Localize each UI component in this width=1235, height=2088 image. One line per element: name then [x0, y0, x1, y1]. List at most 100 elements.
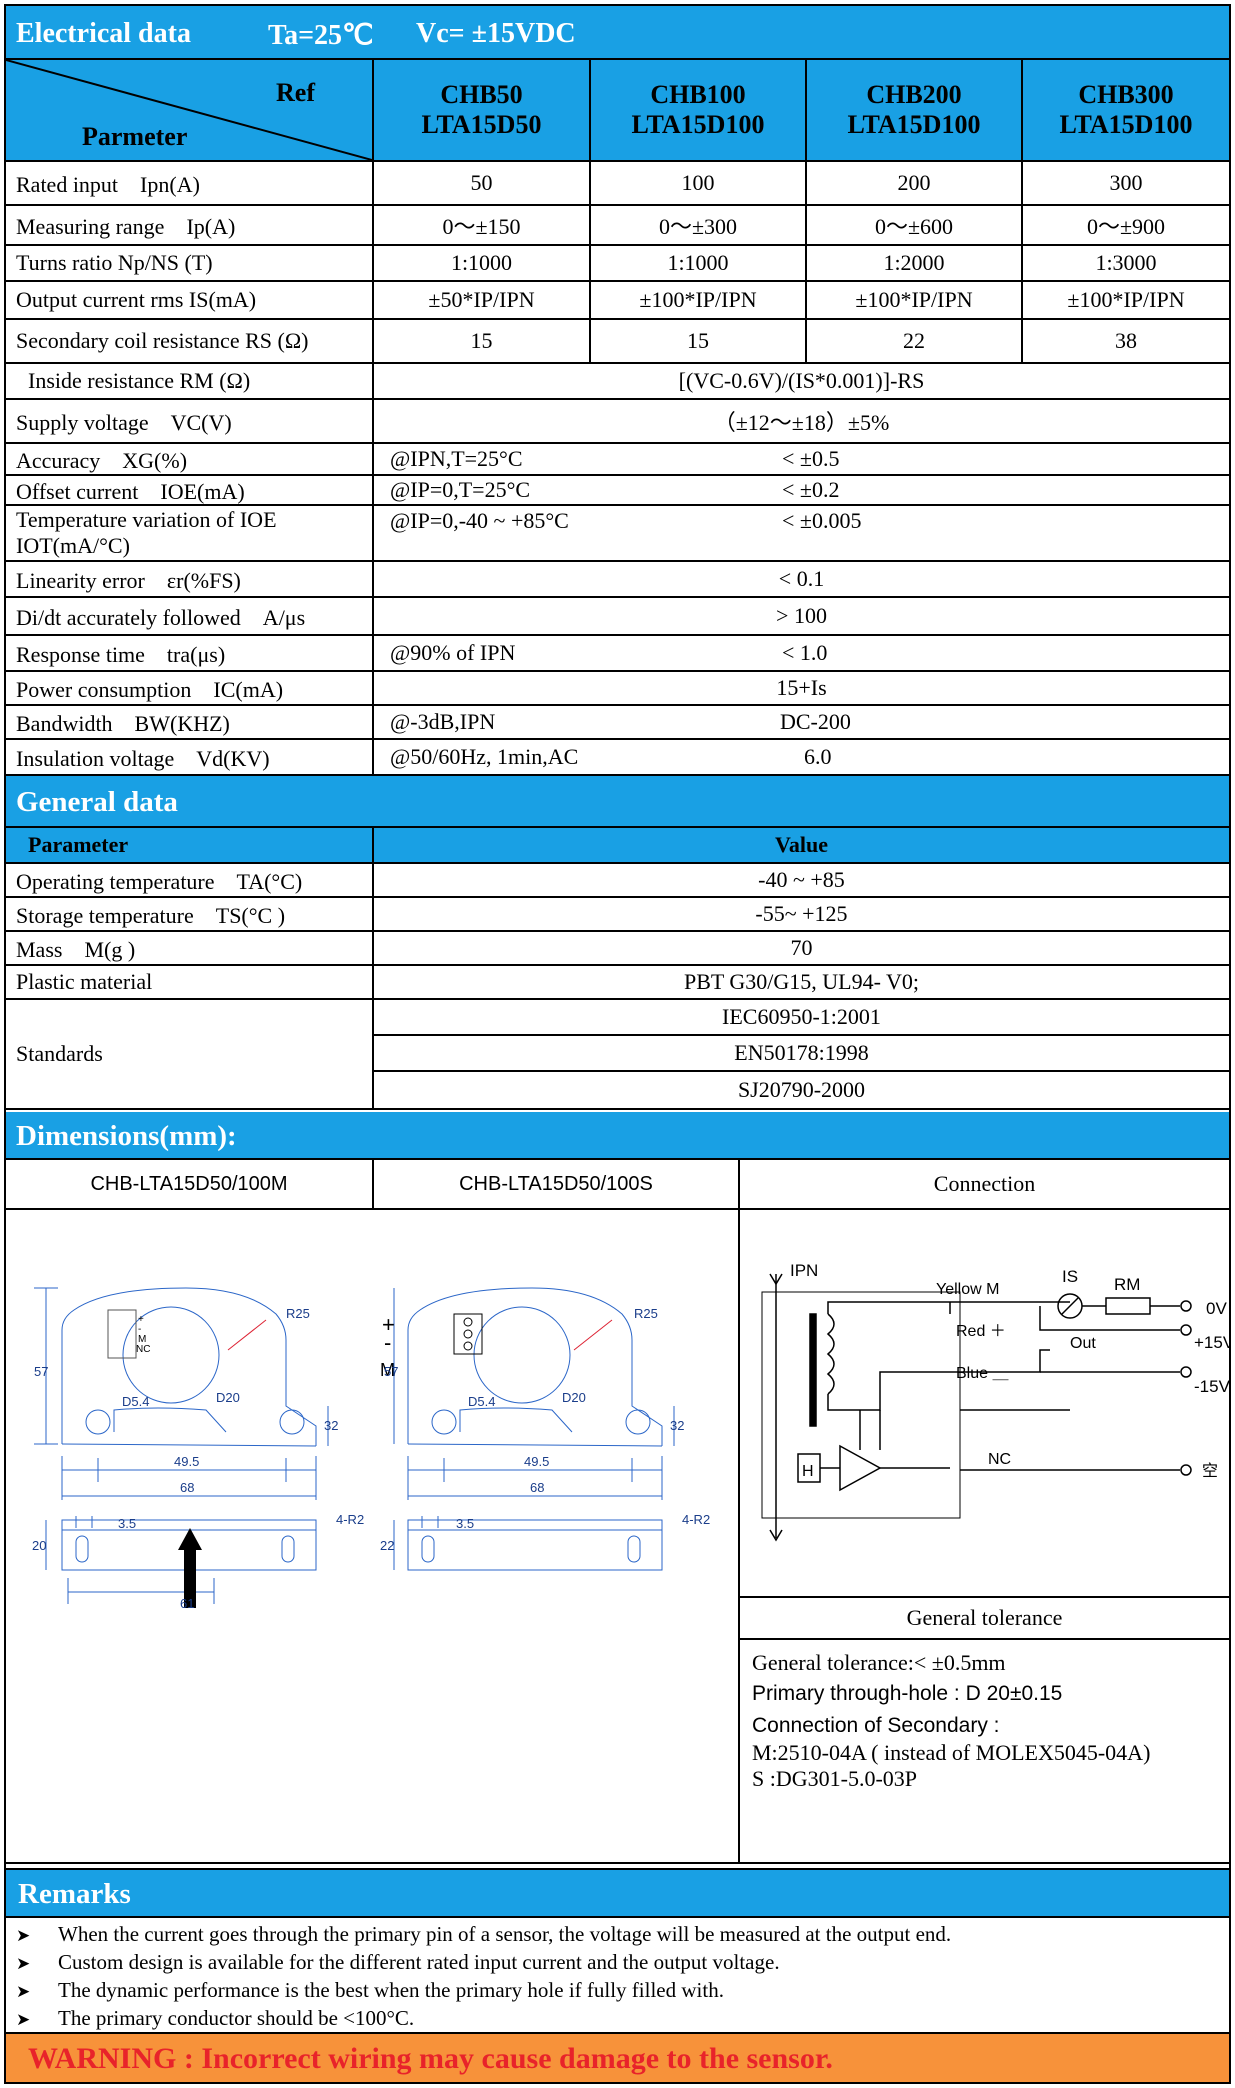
cell-value: 38 [1021, 320, 1229, 362]
standards-row: Standards IEC60950-1:2001 EN50178:1998 S… [6, 1000, 1229, 1110]
schematic-out: Out [1070, 1335, 1096, 1352]
table-row: Linearity error εr(%FS) < 0.1 [6, 562, 1229, 598]
model-code: LTA15D100 [1059, 110, 1193, 139]
arrow-bullet-icon: ➤ [16, 1954, 31, 1974]
dim-d54: D5.4 [122, 1394, 149, 1409]
table-row: Response time tra(μs) @90% of IPN < 1.0 [6, 636, 1229, 672]
dim-4r2: 4-R2 [336, 1512, 364, 1527]
dim-61: 61 [180, 1596, 194, 1611]
table-row: Offset current IOE(mA) @IP=0,T=25°C < ±0… [6, 476, 1229, 506]
row-label-line1: Temperature variation of IOE [16, 507, 277, 532]
terminal-plus: + [382, 1312, 395, 1337]
row-label: Output current rms IS(mA) [16, 287, 257, 312]
schematic-yellow: Yellow M [936, 1281, 999, 1298]
general-data-title: General data [16, 786, 178, 818]
row-label: Standards [16, 1041, 103, 1066]
table-row: Rated input Ipn(A) 50 100 200 300 [6, 162, 1229, 206]
col-value: Value [372, 828, 1229, 862]
value-text: < ±0.2 [782, 477, 840, 502]
dim-35: 3.5 [456, 1516, 474, 1531]
row-label: Inside resistance RM (Ω) [28, 368, 251, 393]
arrow-bullet-icon: ➤ [16, 1926, 31, 1946]
table-row: Measuring range Ip(A) 0～±150 0～±300 0～±6… [6, 206, 1229, 246]
row-label: Insulation voltage Vd(KV) [16, 746, 270, 771]
remark-text: Custom design is available for the diffe… [58, 1950, 780, 1974]
arrow-bullet-icon: ➤ [16, 1982, 31, 2002]
cell-value: -55~ +125 [372, 898, 1229, 930]
cell-value: ±100*IP/IPN [1021, 282, 1229, 318]
drawing-s: + - M R25 57 D5.4 D20 32 49.5 68 3.5 4-R… [380, 1287, 710, 1571]
warning-banner: WARNING : Incorrect wiring may cause dam… [6, 2032, 1229, 2082]
row-label: Operating temperature TA(°C) [16, 869, 303, 894]
cell-condition: @IPN,T=25°C < ±0.5 [372, 444, 1229, 474]
remark-text: When the current goes through the primar… [58, 1922, 952, 1946]
conn-pin: - [138, 1324, 141, 1335]
table-row: Secondary coil resistance RS (Ω) 15 15 2… [6, 320, 1229, 364]
tolerance-line: Connection of Secondary : [752, 1714, 1000, 1737]
col-parameter: Parameter [28, 832, 129, 857]
dim-4r2: 4-R2 [682, 1512, 710, 1527]
dimensions-title: Dimensions(mm): [16, 1120, 237, 1152]
row-label: Temperature variation of IOE IOT(mA/°C) [6, 506, 372, 560]
table-row: Power consumption IC(mA) 15+Is [6, 672, 1229, 706]
cell-value: [(VC-0.6V)/(IS*0.001)]-RS [372, 364, 1229, 398]
schematic-blue: Blue ＿ [956, 1365, 1008, 1382]
cell-value: 100 [589, 162, 805, 204]
cell-value: 15+Is [372, 672, 1229, 704]
table-row: Insulation voltage Vd(KV) @50/60Hz, 1min… [6, 740, 1229, 774]
cell-value: （±12～±18）±5% [372, 400, 1229, 442]
row-label: Power consumption IC(mA) [16, 677, 284, 702]
cell-value: 0～±600 [805, 206, 1021, 244]
model-header-row: Ref Parmeter CHB50 LTA15D50 CHB100 LTA15… [6, 60, 1229, 162]
model-code: LTA15D100 [847, 110, 981, 139]
general-data-header: General data [6, 774, 1229, 828]
cell-value: 15 [589, 320, 805, 362]
dim-d20: D20 [562, 1390, 586, 1405]
cell-condition: @50/60Hz, 1min,AC 6.0 [372, 740, 1229, 774]
dim-32: 32 [324, 1418, 338, 1433]
terminal-minus: - [384, 1330, 391, 1355]
terminal-m: M [380, 1360, 395, 1380]
condition-text: @IPN,T=25°C [390, 446, 523, 471]
conn-pin: + [138, 1314, 144, 1325]
condition-text: @-3dB,IPN [390, 709, 496, 734]
cell-value: 70 [372, 932, 1229, 964]
dim-57: 57 [34, 1364, 48, 1379]
cell-condition: @90% of IPN < 1.0 [372, 636, 1229, 670]
dim-495: 49.5 [174, 1454, 199, 1469]
row-label: Accuracy XG(%) [16, 448, 188, 473]
row-label: Response time tra(μs) [16, 642, 226, 667]
table-row: Turns ratio Np/NS (T) 1:1000 1:1000 1:20… [6, 246, 1229, 282]
schematic-h: H [802, 1463, 814, 1480]
model-name: CHB300 [1078, 80, 1174, 109]
dim-68: 68 [180, 1480, 194, 1495]
arrow-bullet-icon: ➤ [16, 2010, 31, 2030]
value-text: DC-200 [780, 709, 851, 734]
remark-item: ➤ When the current goes through the prima… [16, 1922, 951, 1947]
row-label: Storage temperature TS(°C ) [16, 903, 286, 928]
condition-text: @90% of IPN [390, 640, 516, 665]
condition-text: @IP=0,T=25°C [390, 477, 531, 502]
dim-495: 49.5 [524, 1454, 549, 1469]
table-row: Output current rms IS(mA) ±50*IP/IPN ±10… [6, 282, 1229, 320]
cell-value: -40 ~ +85 [372, 864, 1229, 896]
model-code: LTA15D100 [631, 110, 765, 139]
dim-35: 3.5 [118, 1516, 136, 1531]
dimensions-header: Dimensions(mm): [6, 1110, 1229, 1160]
condition-supply: Vc= ±15VDC [416, 18, 576, 49]
cell-value: 0～±150 [372, 206, 589, 244]
row-label: Offset current IOE(mA) [16, 479, 245, 504]
schematic-rm: RM [1114, 1275, 1140, 1294]
row-label: Mass M(g ) [16, 937, 136, 962]
datasheet: Electrical data Ta=25℃ Vc= ±15VDC Ref Pa… [4, 4, 1231, 2084]
cell-value: ±50*IP/IPN [372, 282, 589, 318]
row-label: Rated input Ipn(A) [16, 172, 200, 197]
condition-text: @IP=0,-40 ~ +85°C [390, 508, 569, 533]
tolerance-title: General tolerance [740, 1596, 1229, 1640]
cell-value: 1:2000 [805, 246, 1021, 280]
drawings-area: R25 57 D5.4 D20 32 49.5 68 3.5 4-R2 20 6… [6, 1210, 1229, 1864]
row-label: Bandwidth BW(KHZ) [16, 711, 230, 736]
schematic-empty: 空 [1202, 1461, 1218, 1480]
table-row: Plastic material PBT G30/G15, UL94- V0; [6, 966, 1229, 1000]
table-row: Operating temperature TA(°C) -40 ~ +85 [6, 864, 1229, 898]
